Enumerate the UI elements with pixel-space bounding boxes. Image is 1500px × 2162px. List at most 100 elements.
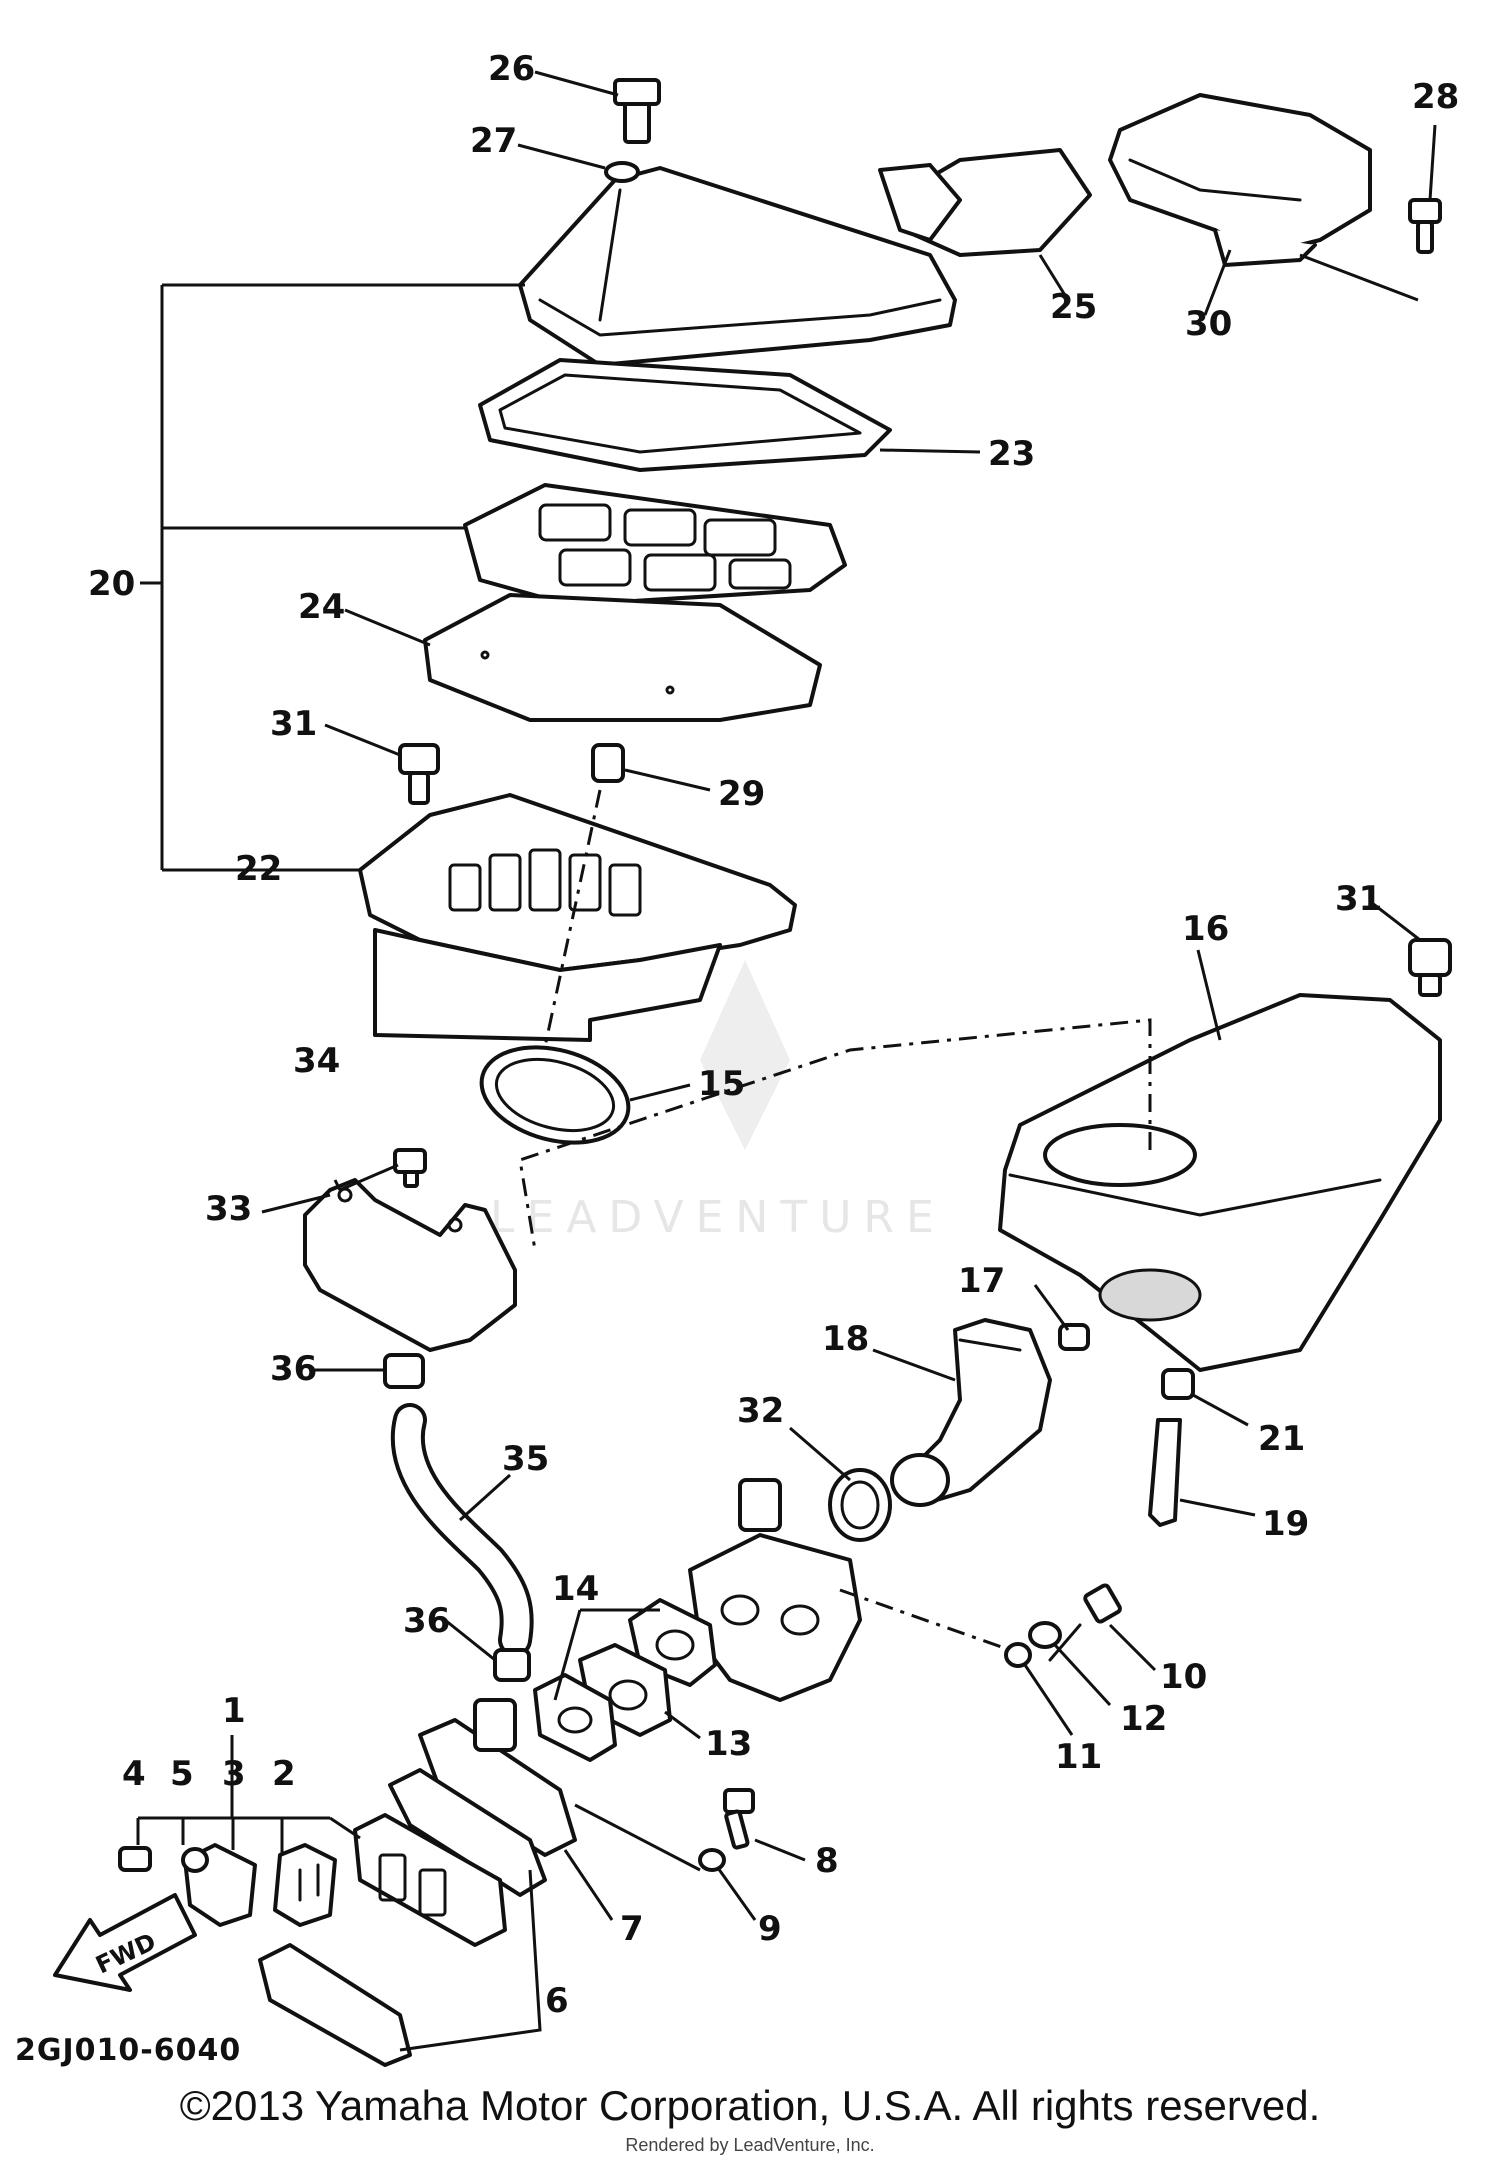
part-label-9: 9 xyxy=(758,1909,782,1949)
washer-9 xyxy=(698,1848,726,1872)
leader-13 xyxy=(664,1710,701,1740)
hose-35 xyxy=(390,1403,534,1657)
part-label-5: 5 xyxy=(170,1754,194,1794)
part-label-27: 27 xyxy=(470,121,517,161)
carburetor-joint-18 xyxy=(890,1318,1052,1507)
screw-4 xyxy=(118,1846,152,1872)
leader-11 xyxy=(1023,1664,1074,1736)
clamp-36-bottom xyxy=(493,1648,531,1682)
leader-12 xyxy=(1053,1643,1112,1707)
leader-31a xyxy=(324,723,401,757)
part-label-10: 10 xyxy=(1160,1657,1207,1697)
part-label-33: 33 xyxy=(205,1189,252,1229)
leader-24 xyxy=(344,608,431,647)
part-label-34: 34 xyxy=(293,1041,340,1081)
part-label-14: 14 xyxy=(552,1569,599,1609)
washer-11 xyxy=(1004,1642,1032,1668)
grommet-21 xyxy=(1161,1368,1195,1400)
part-label-8: 8 xyxy=(815,1841,839,1881)
grommet-17 xyxy=(1058,1323,1090,1351)
part-label-35: 35 xyxy=(502,1439,549,1479)
leader-7 xyxy=(563,1849,614,1921)
leader-31b xyxy=(1371,901,1421,942)
bracket-20 xyxy=(140,283,525,872)
bracket-1 xyxy=(136,1735,361,1855)
assembly-line-16-15 xyxy=(518,1018,1152,1251)
drain-tube-19 xyxy=(1148,1418,1182,1527)
watermark-text: LEADVENTURE xyxy=(490,1192,946,1243)
part-label-22: 22 xyxy=(235,849,282,889)
leader-8 xyxy=(754,1838,806,1862)
breather-tank-33 xyxy=(303,1178,517,1352)
leader-21 xyxy=(1192,1393,1249,1427)
leader-16 xyxy=(1196,949,1222,1041)
leader-17 xyxy=(1033,1284,1070,1331)
element-24 xyxy=(423,593,822,722)
part-label-31-right: 31 xyxy=(1335,879,1382,919)
part-label-24: 24 xyxy=(298,587,345,627)
part-label-28: 28 xyxy=(1412,77,1459,117)
leader-10 xyxy=(1108,1623,1157,1672)
part-label-20: 20 xyxy=(88,564,135,604)
washer-5 xyxy=(181,1847,209,1873)
leader-30 xyxy=(1203,249,1232,316)
washer-12 xyxy=(1028,1621,1062,1649)
part-label-2: 2 xyxy=(272,1754,296,1794)
part-label-16: 16 xyxy=(1182,909,1229,949)
leader-33 xyxy=(261,1193,331,1214)
part-label-3: 3 xyxy=(222,1754,246,1794)
leader-32 xyxy=(789,1426,851,1482)
part-label-4: 4 xyxy=(122,1754,146,1794)
leadventure-watermark: LEADVENTURE xyxy=(490,960,946,1243)
leader-35 xyxy=(458,1473,512,1522)
part-label-7: 7 xyxy=(620,1909,644,1949)
part-label-21: 21 xyxy=(1258,1419,1305,1459)
part-label-25: 25 xyxy=(1050,287,1097,327)
leader-26 xyxy=(534,70,619,97)
leader-18 xyxy=(872,1348,956,1382)
fitting-34 xyxy=(393,1148,427,1188)
leader-15 xyxy=(629,1083,691,1102)
part-label-15: 15 xyxy=(698,1064,745,1104)
part-label-1: 1 xyxy=(222,1691,246,1731)
bracket-14 xyxy=(553,1608,660,1701)
bolt-28 xyxy=(1408,198,1442,254)
element-frame xyxy=(463,483,847,607)
part-label-36-top: 36 xyxy=(270,1349,317,1389)
leader-25 xyxy=(1038,254,1070,301)
leader-19 xyxy=(1179,1498,1256,1517)
part-label-29: 29 xyxy=(718,774,765,814)
bolt-26 xyxy=(613,78,661,144)
air-filter-case-22 xyxy=(358,789,797,1071)
part-label-6: 6 xyxy=(545,1981,569,2021)
bolt-31-left xyxy=(398,743,440,805)
gasket-6-lower xyxy=(258,1943,412,2067)
reed-plate-2 xyxy=(273,1843,337,1927)
bolt-31-right xyxy=(1408,938,1452,997)
part-label-12: 12 xyxy=(1120,1699,1167,1739)
part-label-13: 13 xyxy=(705,1724,752,1764)
part-label-18: 18 xyxy=(822,1319,869,1359)
gasket-ring-15 xyxy=(479,1045,631,1145)
part-label-30: 30 xyxy=(1185,304,1232,344)
screw-10 xyxy=(1048,1583,1122,1662)
air-duct-joint-25 xyxy=(878,148,1092,257)
part-label-17: 17 xyxy=(958,1261,1005,1301)
assembly-line-carb xyxy=(839,1588,1011,1652)
leader-29 xyxy=(624,768,711,792)
intake-silencer-30 xyxy=(1108,93,1372,267)
part-label-31-left: 31 xyxy=(270,704,317,744)
leader-23 xyxy=(879,448,981,454)
leader-34 xyxy=(333,1163,399,1192)
copyright-notice: ©2013 Yamaha Motor Corporation, U.S.A. A… xyxy=(179,2082,1321,2129)
joint-29 xyxy=(591,743,625,783)
part-label-11: 11 xyxy=(1055,1737,1102,1777)
rendered-by-notice: Rendered by LeadVenture, Inc. xyxy=(625,2135,875,2155)
washer-27 xyxy=(604,161,640,183)
clamp-36-top xyxy=(383,1353,425,1389)
leader-36b xyxy=(444,1618,496,1662)
forward-arrow: FWD xyxy=(53,1893,197,1992)
leader-27 xyxy=(517,143,606,170)
assembly-line-8-9 xyxy=(574,1803,701,1872)
